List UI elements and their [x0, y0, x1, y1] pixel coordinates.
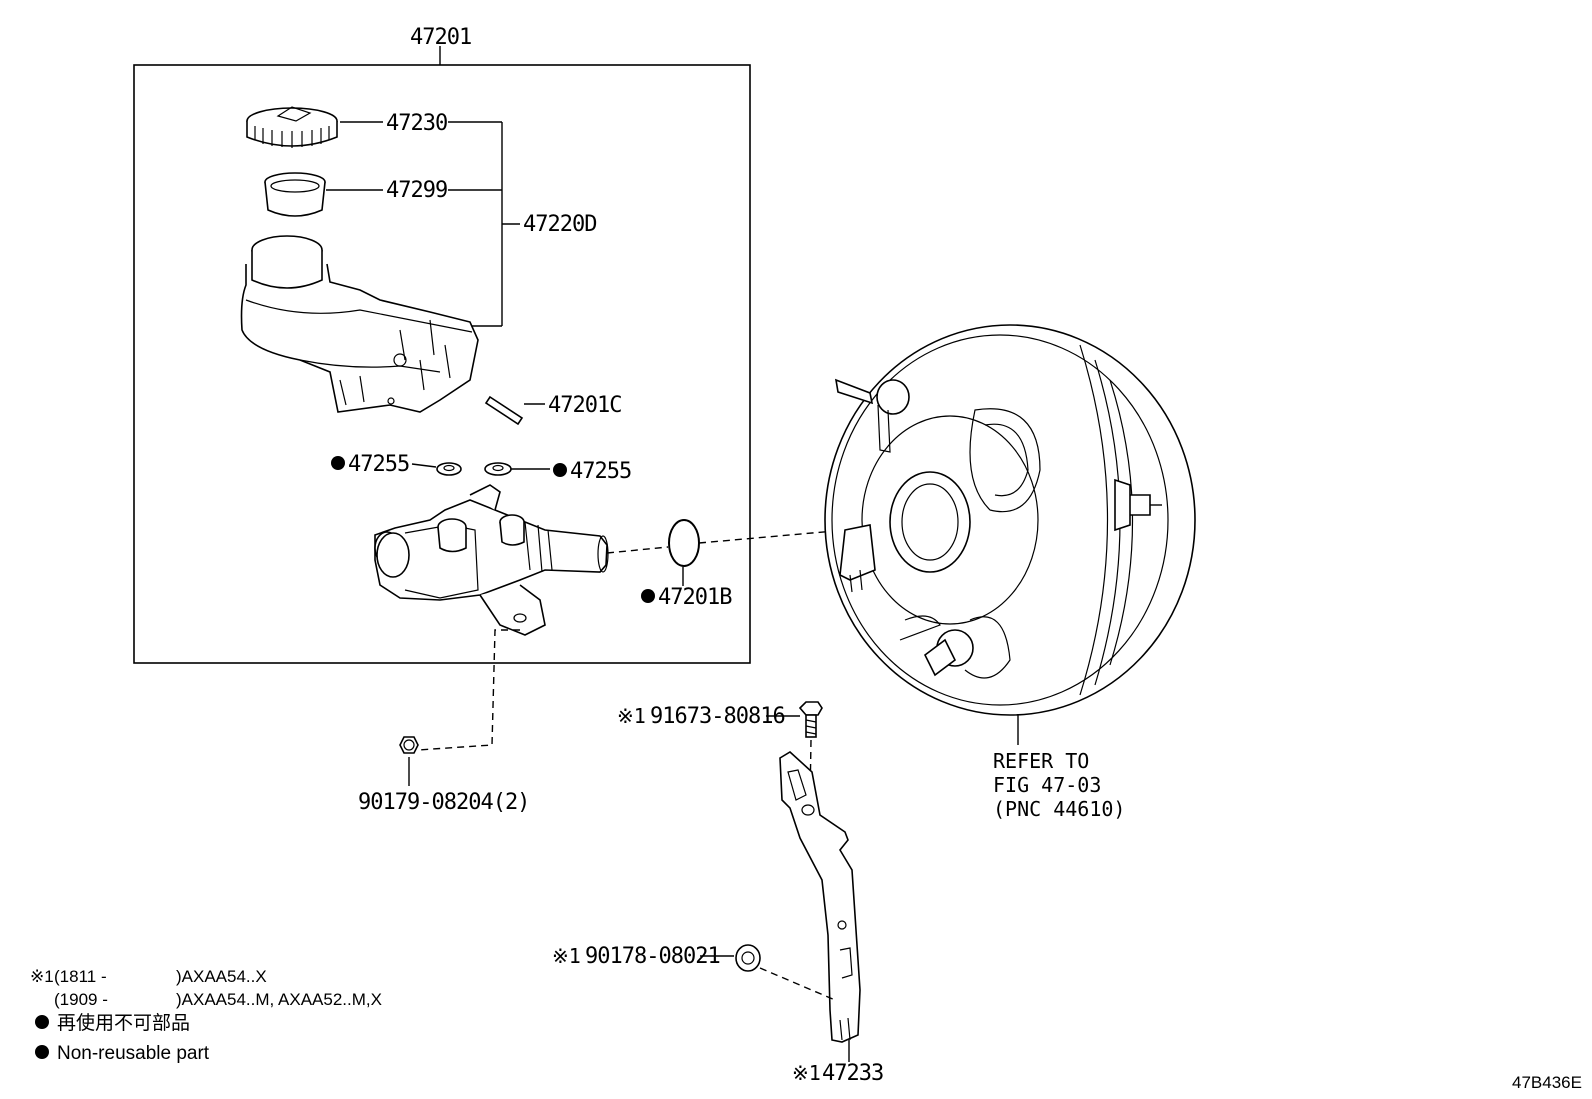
pin-icon: [484, 395, 524, 426]
ref-mark-bracket: ※1: [792, 1061, 821, 1085]
part-label-91673[interactable]: 91673-80816: [650, 704, 786, 729]
part-label-47220D[interactable]: 47220D: [523, 212, 597, 237]
part-label-47201B[interactable]: 47201B: [658, 585, 733, 610]
note1-line2-model: )AXAA54..M, AXAA52..M,X: [176, 990, 382, 1009]
diagram-code: 47B436E: [1512, 1073, 1582, 1092]
non-reusable-mark-icon: [331, 456, 345, 470]
booster-ref-line1[interactable]: REFER TO: [993, 749, 1089, 773]
assembly-frame: [133, 64, 751, 664]
legend-bullet-icon: [35, 1015, 49, 1029]
non-reusable-mark-icon: [553, 463, 567, 477]
note1-line1-date: (1811 -: [54, 967, 107, 986]
flange-nut-icon: [735, 944, 761, 972]
ref-mark-nut: ※1: [552, 944, 581, 968]
master-cylinder-body-icon: [374, 484, 609, 636]
booster-ref-line3[interactable]: (PNC 44610): [993, 797, 1125, 821]
part-label-90178[interactable]: 90178-08021: [585, 944, 721, 969]
note1-line1-model: )AXAA54..X: [176, 967, 267, 986]
legend-bullet-icon: [35, 1045, 49, 1059]
part-label-47255-left[interactable]: 47255: [348, 452, 410, 477]
part-label-47299[interactable]: 47299: [386, 178, 448, 203]
part-label-90179[interactable]: 90179-08204(2): [358, 790, 530, 815]
reservoir-tank-icon: [240, 235, 479, 413]
master-cylinder-assembly-group: 47201: [133, 25, 751, 664]
legend-jp: 再使用不可部品: [57, 1012, 190, 1034]
bolt-icon: [798, 701, 823, 738]
note1-mark: ※1: [30, 967, 54, 986]
non-reusable-mark-icon: [641, 589, 655, 603]
bracket-icon: [779, 751, 861, 1043]
note1-line2-date: (1909 -: [54, 990, 108, 1009]
ref-mark-bolt: ※1: [617, 704, 646, 728]
part-label-47201[interactable]: 47201: [410, 25, 472, 50]
o-ring-icon: [668, 519, 700, 567]
part-label-47201C[interactable]: 47201C: [548, 393, 622, 418]
grommet-right-icon: [484, 462, 512, 476]
booster-ref-line2[interactable]: FIG 47-03: [993, 773, 1101, 797]
reservoir-cap-icon: [246, 106, 338, 148]
nut-icon: [399, 736, 419, 754]
grommet-left-icon: [436, 462, 462, 476]
part-label-47233[interactable]: 47233: [822, 1061, 884, 1086]
brake-booster-icon: [824, 324, 1196, 716]
part-label-47255-right[interactable]: 47255: [570, 459, 632, 484]
legend-en: Non-reusable part: [57, 1043, 210, 1064]
strainer-icon: [264, 172, 326, 217]
part-label-47230[interactable]: 47230: [386, 111, 448, 136]
